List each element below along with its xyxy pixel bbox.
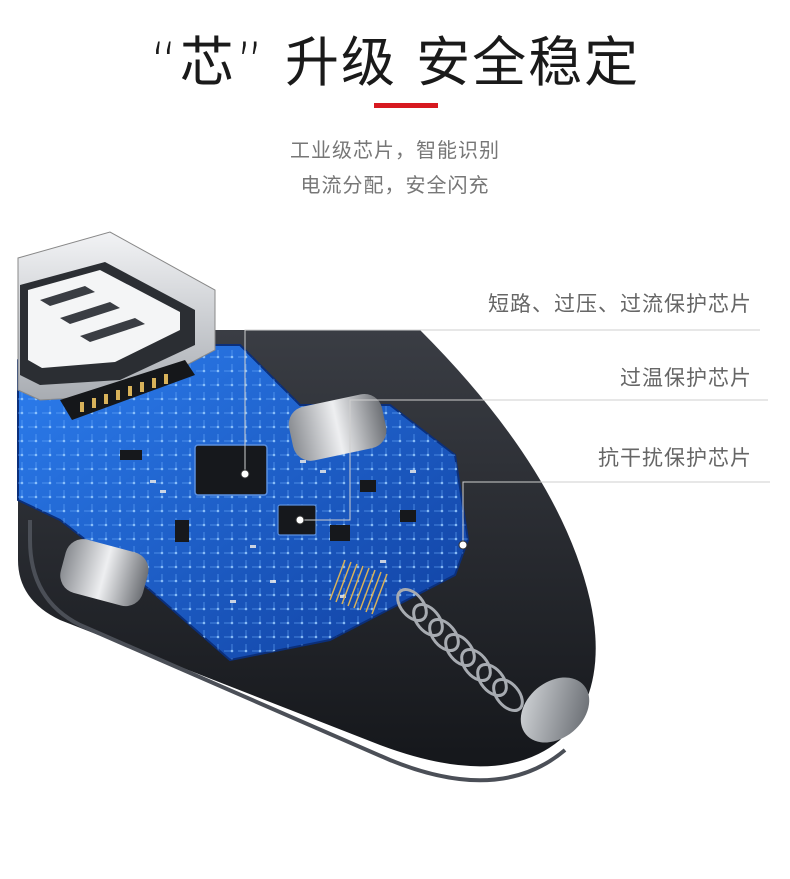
callout-dot-3 [458,540,468,550]
spring-contact [396,588,590,743]
callout-label-1: 短路、过压、过流保护芯片 [488,292,752,316]
accent-bar [374,103,438,108]
callout-leaders [244,329,770,545]
callout-label-2: 过温保护芯片 [620,366,752,390]
side-contacts [60,393,387,607]
usb-port [17,231,216,420]
callout-dot-1 [240,469,250,479]
subtitle-line-1: 工业级芯片，智能识别 [290,138,500,162]
callout-label-3: 抗干扰保护芯片 [598,446,752,470]
main-chip [194,444,268,496]
subtitle-line-2: 电流分配，安全闪充 [300,173,490,197]
callout-dot-2 [295,515,305,525]
headline: “芯” 升级 安全稳定 [149,31,641,94]
